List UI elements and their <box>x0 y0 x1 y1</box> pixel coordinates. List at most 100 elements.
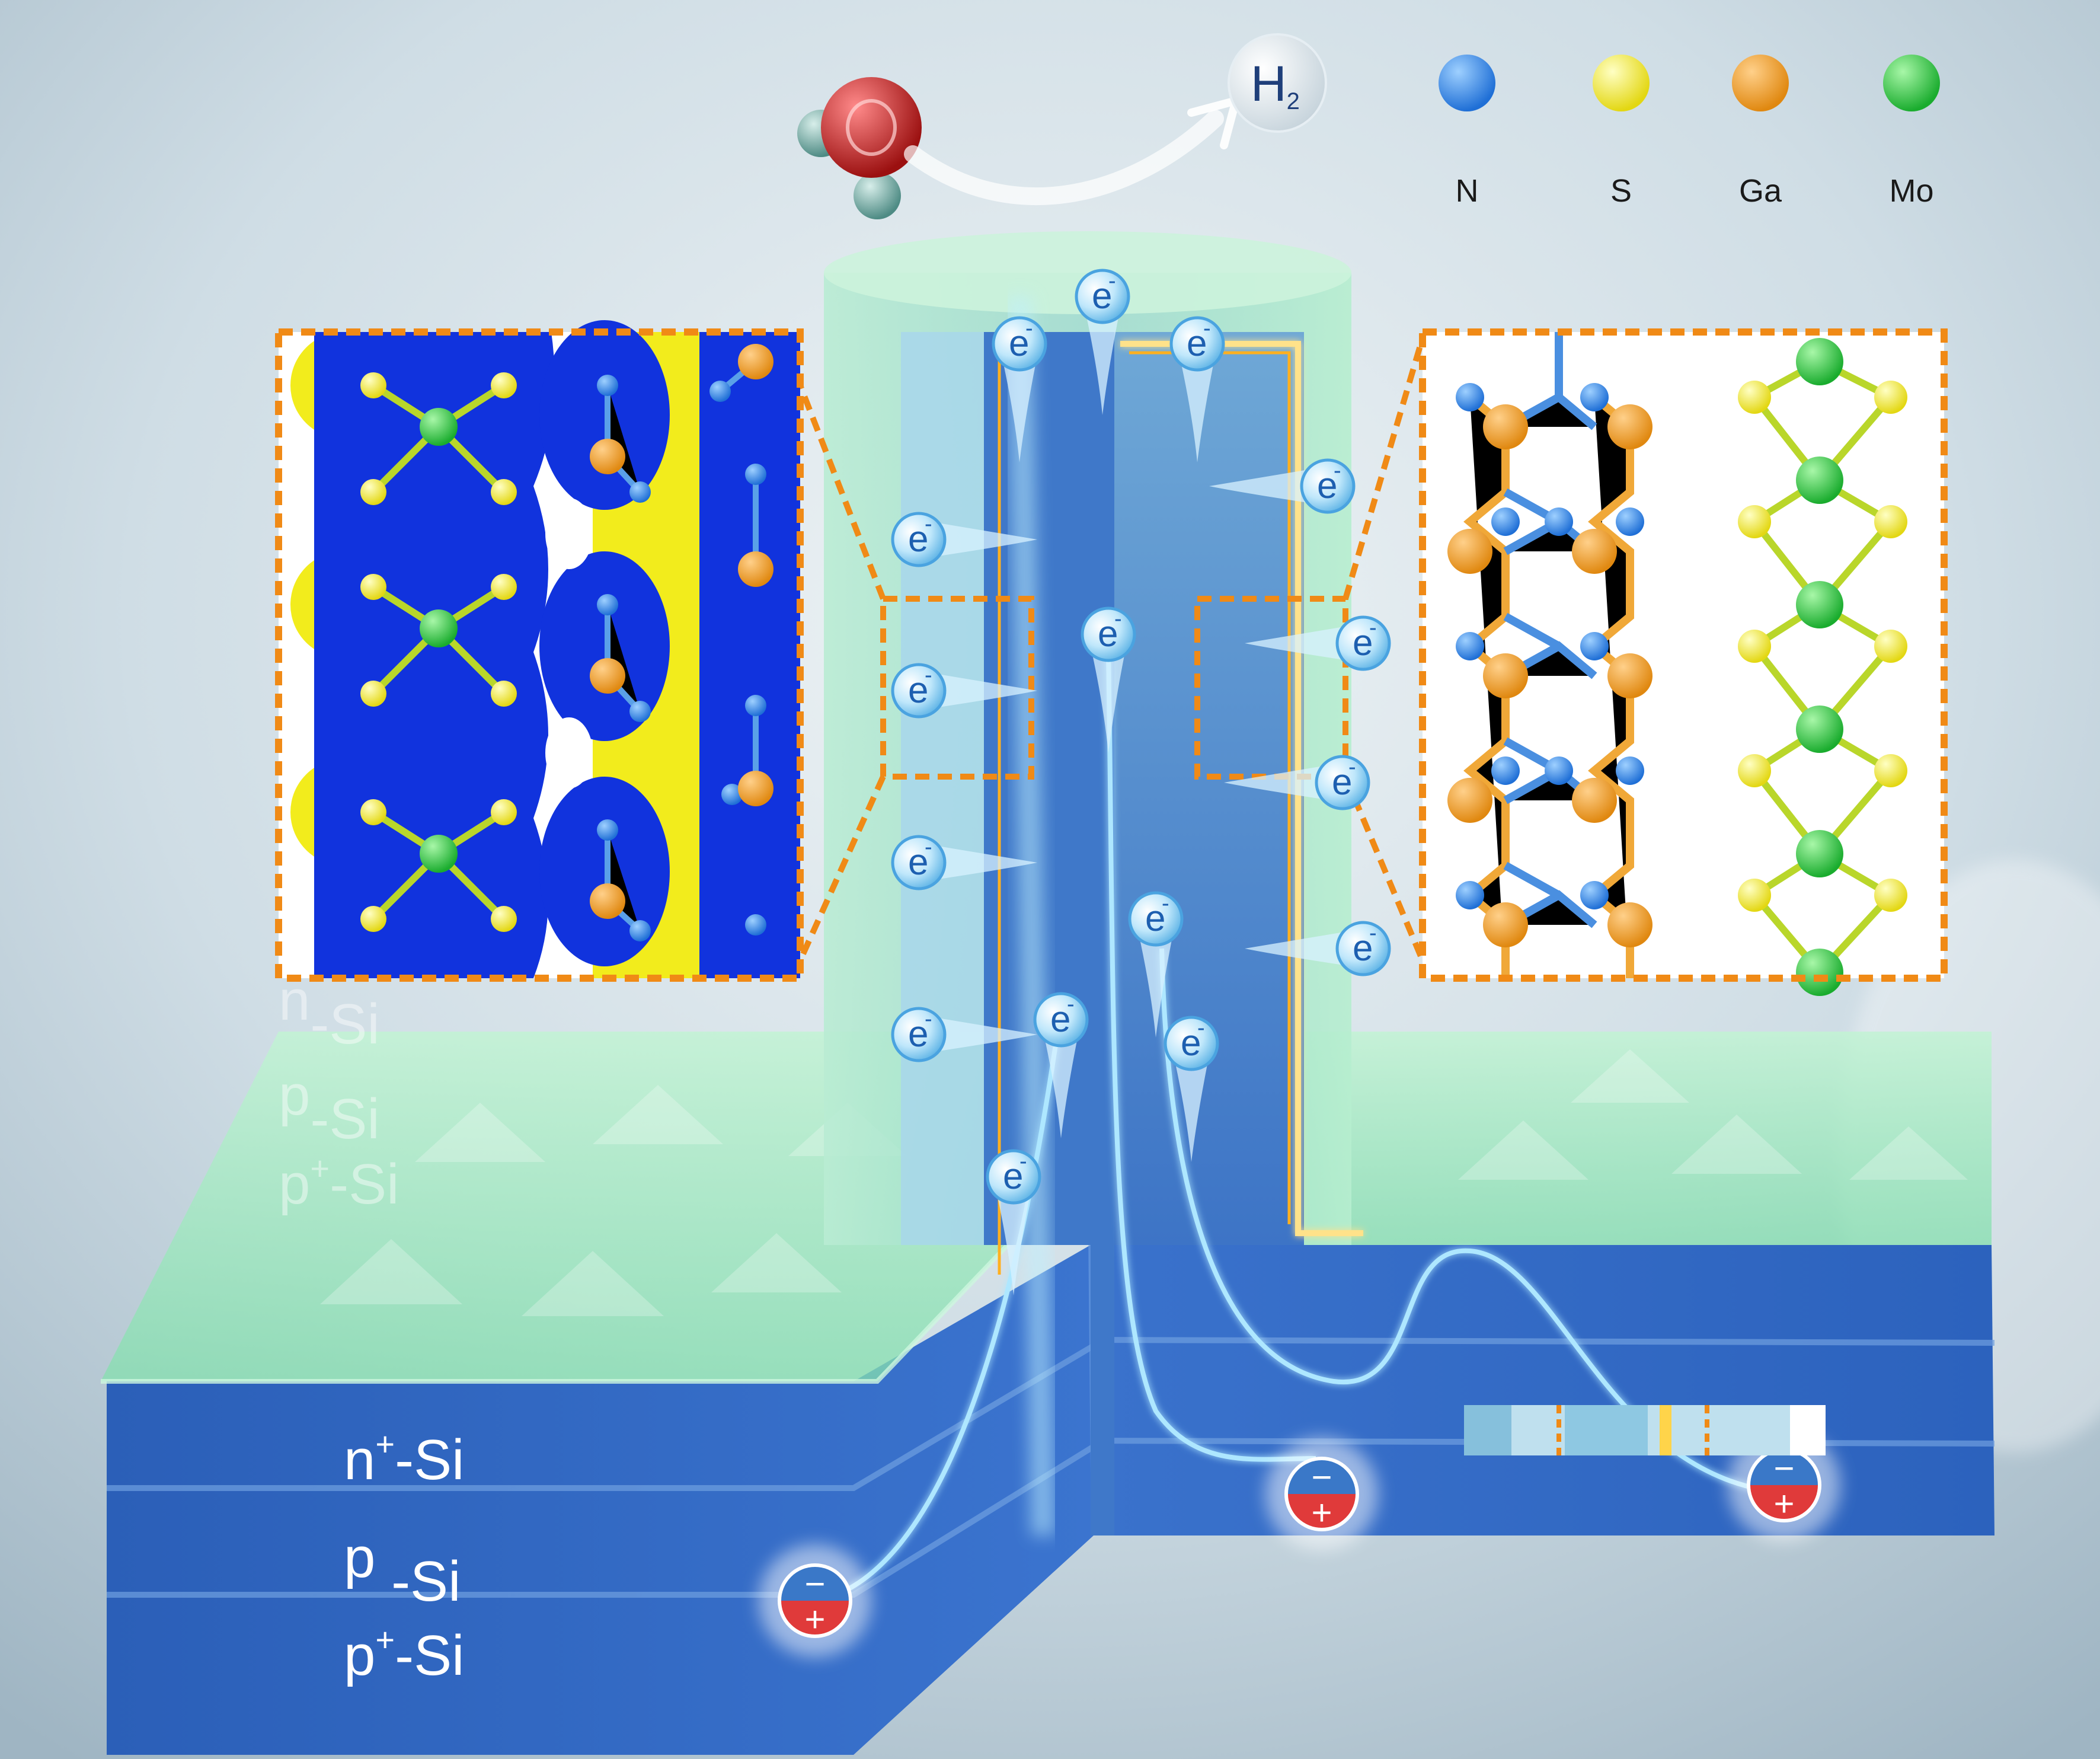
electron-charge: - <box>925 835 932 860</box>
atomic-structure-inset <box>1419 328 1948 996</box>
hole-half <box>1749 1485 1820 1521</box>
ghost-label-n: n-Si <box>279 969 380 1056</box>
electron-paths <box>817 652 1755 1603</box>
legend-swatch-n <box>1439 55 1495 111</box>
zoom-marker-left <box>797 384 1034 962</box>
electron-label: e <box>908 519 928 560</box>
electron: e- <box>1128 891 1184 1037</box>
legend-item-n: N <box>1439 55 1495 209</box>
layer-label-n-plus: n+-Si <box>344 1425 464 1492</box>
electron-charge: - <box>1197 1016 1205 1040</box>
element-legend: N S Ga Mo <box>1439 55 1940 209</box>
electron-charge: - <box>925 512 932 537</box>
electron-charge: - <box>925 1007 932 1032</box>
mos2-atoms-left <box>360 372 517 932</box>
electron: e- <box>1209 458 1356 514</box>
electron-charge: - <box>1334 458 1341 483</box>
legend-swatch-mo <box>1883 55 1940 111</box>
electron-label: e <box>1187 323 1207 364</box>
electron: e- <box>1169 316 1225 462</box>
electron-label: e <box>1353 622 1373 663</box>
electron-label: e <box>1181 1023 1201 1064</box>
electron: e- <box>1164 1016 1219 1162</box>
ghost-label-p-plus: p+-Si <box>279 1150 399 1216</box>
electron-sphere <box>1300 458 1356 514</box>
electrons: e-e-e-e-e-e-e-e-e-e-e-e-e-e-e-e- <box>891 269 1391 1295</box>
electron: e- <box>1075 269 1130 415</box>
electron-label: e <box>1098 614 1118 655</box>
electron-label: e <box>1353 928 1373 969</box>
electron-sphere <box>1335 615 1391 671</box>
minus-sign: − <box>1311 1457 1332 1497</box>
electron: e- <box>1224 755 1370 810</box>
electron-hole-pair: −+ <box>759 1544 871 1657</box>
electron-half <box>1749 1450 1820 1485</box>
layer-labels: n+-Si p -Si p+-Si <box>344 1425 464 1687</box>
electron-charge: - <box>925 663 932 688</box>
electron-label: e <box>1009 323 1029 364</box>
electron-label: e <box>1332 762 1352 803</box>
layer-label-p-plus: p+-Si <box>344 1621 464 1687</box>
coating-layer <box>101 1032 1992 1384</box>
legend-label-ga: Ga <box>1739 173 1782 209</box>
electron-sphere <box>891 663 947 719</box>
hole-half <box>779 1601 851 1636</box>
electron: e- <box>986 1149 1041 1295</box>
legend-label-s: S <box>1610 173 1632 209</box>
legend-item-mo: Mo <box>1883 55 1940 209</box>
electron-sphere <box>992 316 1047 372</box>
plus-sign: + <box>1773 1484 1794 1524</box>
ghost-label-p: p-Si <box>279 1064 380 1151</box>
electron-charge: - <box>1067 992 1075 1017</box>
electron-sphere <box>891 1007 947 1062</box>
zoom-marker-right <box>1194 337 1425 962</box>
electron-charge: - <box>1019 1149 1027 1174</box>
electron: e- <box>891 663 1037 719</box>
electron-label: e <box>908 670 928 711</box>
electron-hole-pair: −+ <box>1265 1438 1378 1550</box>
electron: e- <box>891 835 1037 890</box>
electron-charge: - <box>1369 615 1377 640</box>
electron: e- <box>1081 606 1136 753</box>
h2-label: H2 <box>1251 56 1300 114</box>
legend-label-n: N <box>1456 173 1479 209</box>
electron-label: e <box>1003 1156 1023 1197</box>
electron-charge: - <box>1114 606 1122 631</box>
electron-sphere <box>1335 921 1391 976</box>
electron-sphere <box>1164 1016 1219 1071</box>
water-molecule <box>797 77 922 219</box>
electron: e- <box>891 512 1037 567</box>
legend-item-ga: Ga <box>1732 55 1789 209</box>
h2-molecule: H2 <box>1228 33 1327 133</box>
legend-label-mo: Mo <box>1889 173 1933 209</box>
ghost-layer-labels: n-Si p-Si p+-Si <box>279 969 399 1216</box>
electron-sphere <box>1315 755 1370 810</box>
electron: e- <box>1245 615 1391 671</box>
electron-sphere <box>1033 992 1089 1048</box>
plus-sign: + <box>804 1600 825 1639</box>
electron-charge: - <box>1348 755 1356 780</box>
legend-swatch-s <box>1593 55 1650 111</box>
minus-sign: − <box>804 1564 825 1604</box>
gan-atoms-left <box>590 344 773 941</box>
electron: e- <box>1033 992 1089 1138</box>
electron-sphere <box>1169 316 1225 372</box>
electron-sphere <box>1075 269 1130 324</box>
electron-charge: - <box>1108 269 1116 293</box>
electron-half <box>1286 1458 1357 1494</box>
legend-swatch-ga <box>1732 55 1789 111</box>
electron-label: e <box>1050 999 1070 1040</box>
electron-charge: - <box>1162 891 1169 916</box>
label-strip <box>1464 1405 1826 1455</box>
electron-charge: - <box>1369 921 1377 946</box>
electron-sphere <box>891 835 947 890</box>
electron-label: e <box>1317 465 1337 506</box>
electron-sphere <box>1128 891 1184 947</box>
electron-charge: - <box>1203 316 1211 341</box>
electron-sphere <box>891 512 947 567</box>
charge-density-inset <box>275 320 804 982</box>
electron-charge: - <box>1025 316 1033 341</box>
layer-label-p: p -Si <box>344 1526 461 1613</box>
electron-label: e <box>908 842 928 883</box>
